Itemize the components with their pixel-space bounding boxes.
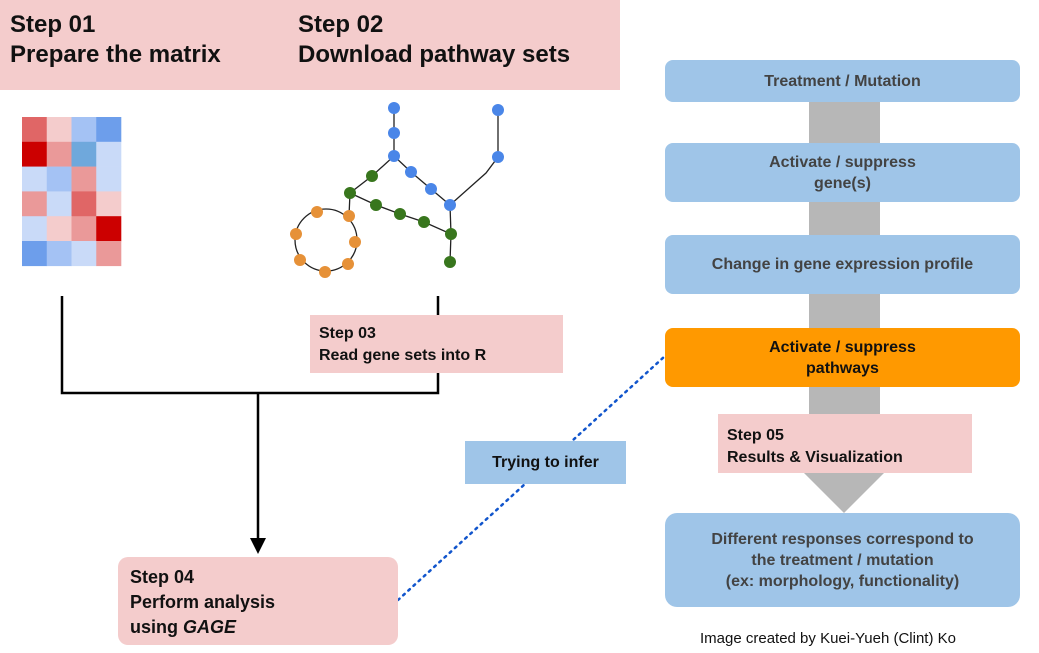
heatmap-cell xyxy=(71,117,97,143)
node-orange xyxy=(294,254,306,266)
node-green xyxy=(418,216,430,228)
heatmap-cell xyxy=(46,141,72,167)
step-04-box: Step 04 Perform analysis using GAGE xyxy=(118,557,398,645)
heatmap-cell xyxy=(46,216,72,242)
heatmap-cell xyxy=(22,216,48,242)
pathway-network-nodes xyxy=(290,102,504,278)
heatmap-cell xyxy=(22,141,48,167)
node-green xyxy=(445,228,457,240)
flow-box-activate-pathways-line2: pathways xyxy=(806,359,879,377)
heatmap-cell xyxy=(96,141,122,167)
heatmap-cell xyxy=(71,216,97,242)
step-02-title: Download pathway sets xyxy=(298,41,571,68)
step-01-title: Prepare the matrix xyxy=(10,41,221,68)
step-04-title-line2: using GAGE xyxy=(130,615,398,640)
node-green xyxy=(444,256,456,268)
step-04-title-prefix: using xyxy=(130,617,183,637)
node-blue xyxy=(405,166,417,178)
node-blue xyxy=(388,127,400,139)
heatmap-cell xyxy=(22,241,48,267)
flow-box-expression-change: Change in gene expression profile xyxy=(665,235,1020,294)
heatmap-cell xyxy=(96,166,122,192)
step-04-title-line1: Perform analysis xyxy=(130,592,276,612)
node-blue xyxy=(388,102,400,114)
top-banner xyxy=(0,0,620,90)
heatmap-cell xyxy=(71,191,97,217)
heatmap-cell xyxy=(96,191,122,217)
node-orange xyxy=(319,266,331,278)
step-02-label: Step 02 xyxy=(298,11,384,38)
step-04-label: Step 04 xyxy=(130,567,195,587)
heatmap-cell xyxy=(22,117,48,143)
step-02-heading: Step 02 Download pathway sets xyxy=(298,10,570,70)
step-03-box: Step 03 Read gene sets into R xyxy=(310,315,563,373)
node-orange xyxy=(290,228,302,240)
image-credit: Image created by Kuei-Yueh (Clint) Ko xyxy=(700,630,956,647)
node-green xyxy=(370,199,382,211)
flow-box-responses: Different responses correspond to the tr… xyxy=(665,513,1020,607)
flow-gray-arrows xyxy=(804,100,884,513)
node-orange xyxy=(311,206,323,218)
inference-label-box: Trying to infer xyxy=(465,441,626,484)
heatmap-cell xyxy=(46,241,72,267)
heatmap-cell xyxy=(22,191,48,217)
step-04-gage: GAGE xyxy=(183,617,237,637)
node-orange xyxy=(342,258,354,270)
flow-box-treatment-label: Treatment / Mutation xyxy=(764,72,921,90)
heatmap-cell xyxy=(46,117,72,143)
flow-box-activate-genes: Activate / suppress gene(s) xyxy=(665,143,1020,202)
heatmap-cell xyxy=(22,166,48,192)
flow-box-activate-genes-line2: gene(s) xyxy=(814,174,871,192)
heatmap-cell xyxy=(71,141,97,167)
flow-box-responses-line2: the treatment / mutation xyxy=(751,551,934,569)
flow-box-activate-pathways: Activate / suppress pathways xyxy=(665,328,1020,387)
node-orange xyxy=(343,210,355,222)
node-blue xyxy=(425,183,437,195)
heatmap-cell xyxy=(46,191,72,217)
node-blue xyxy=(492,104,504,116)
node-orange xyxy=(349,236,361,248)
flow-box-responses-line1: Different responses correspond to xyxy=(711,530,974,548)
heatmap-cell xyxy=(71,241,97,267)
arrow-to-step-04 xyxy=(250,538,266,554)
step-01-heading: Step 01 Prepare the matrix xyxy=(10,10,221,70)
step-05-label: Step 05 xyxy=(727,427,784,444)
flow-box-responses-line3: (ex: morphology, functionality) xyxy=(725,572,960,590)
flow-box-activate-genes-line1: Activate / suppress xyxy=(769,153,916,171)
node-blue xyxy=(492,151,504,163)
step-05-title: Results & Visualization xyxy=(727,449,903,466)
heatmap-cell xyxy=(96,117,122,143)
heatmap-cell xyxy=(71,166,97,192)
flow-box-activate-pathways-line1: Activate / suppress xyxy=(769,338,916,356)
step-05-box: Step 05 Results & Visualization xyxy=(718,414,972,473)
node-blue xyxy=(388,150,400,162)
node-blue xyxy=(444,199,456,211)
step-01-label: Step 01 xyxy=(10,11,96,38)
heatmap-cell xyxy=(46,166,72,192)
node-green xyxy=(394,208,406,220)
flow-box-expression-change-label: Change in gene expression profile xyxy=(711,256,974,273)
inference-label: Trying to infer xyxy=(492,453,599,471)
expression-matrix-heatmap xyxy=(22,117,122,267)
heatmap-cell xyxy=(96,241,122,267)
flow-box-treatment: Treatment / Mutation xyxy=(665,60,1020,102)
node-green xyxy=(366,170,378,182)
heatmap-cell xyxy=(96,216,122,242)
step-03-title: Read gene sets into R xyxy=(319,347,487,364)
step-03-label: Step 03 xyxy=(319,325,376,342)
node-green xyxy=(344,187,356,199)
